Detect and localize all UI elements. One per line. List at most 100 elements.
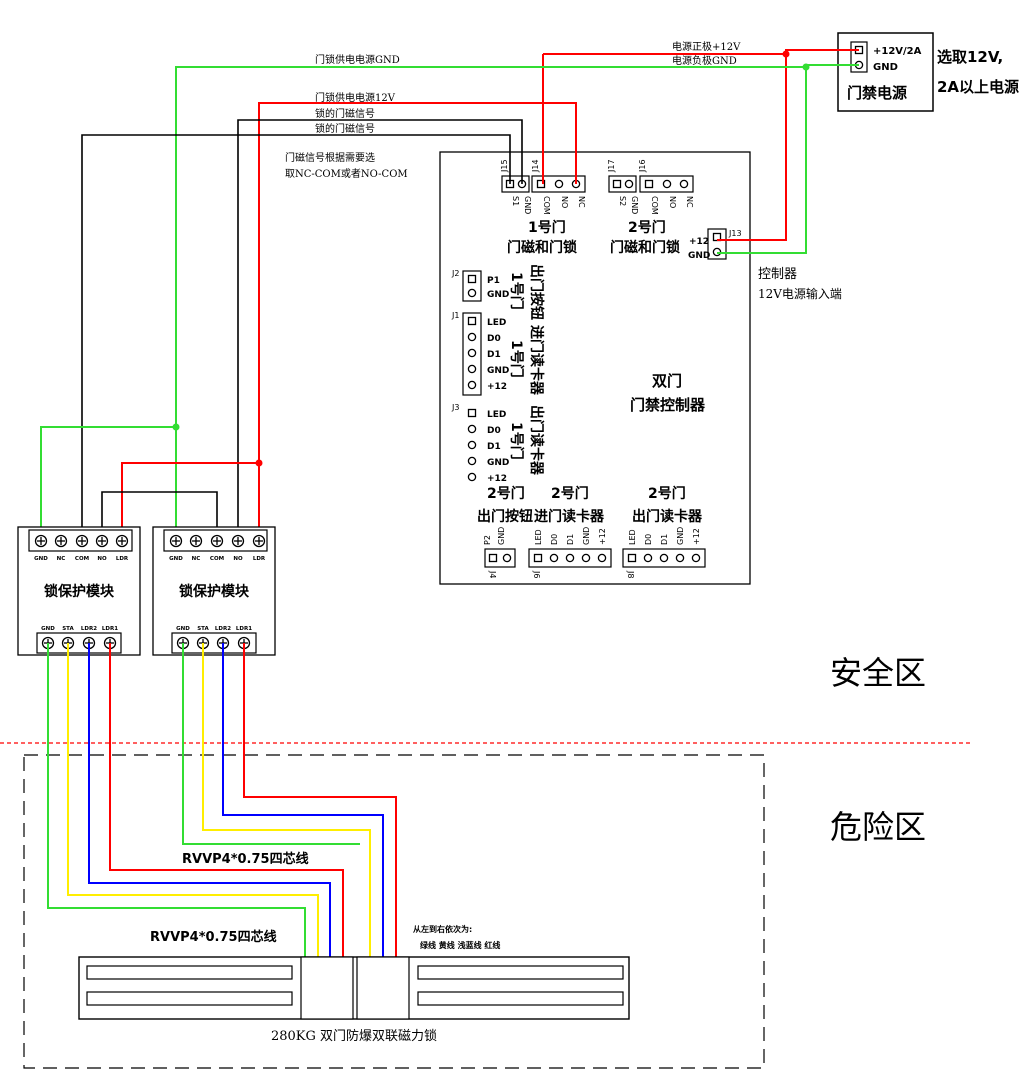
psu-note-2: 2A以上电源	[937, 78, 1019, 96]
controller-title-2: 门禁控制器	[630, 396, 706, 414]
cable-2-yellow	[202, 643, 371, 958]
svg-text:NO: NO	[668, 196, 677, 208]
j15-label: J15	[500, 159, 509, 173]
cable-1-yellow	[67, 643, 319, 958]
svg-text:LED: LED	[487, 318, 506, 328]
svg-text:STA: STA	[197, 626, 209, 632]
svg-text:NO: NO	[97, 556, 107, 562]
wire-mag-signal-2	[81, 134, 511, 528]
label-lock-gnd: 门锁供电电源GND	[315, 53, 400, 66]
svg-text:GND: GND	[176, 626, 190, 632]
svg-text:LDR1: LDR1	[102, 626, 118, 632]
j14-label: J14	[531, 159, 540, 173]
module-1-title: 锁保护模块	[44, 583, 115, 600]
svg-text:NC: NC	[57, 556, 66, 562]
svg-text:GND: GND	[169, 556, 183, 562]
power-input-label-2: 12V电源输入端	[758, 286, 842, 301]
j13-label: J13	[728, 229, 742, 238]
wire-lock-gnd	[175, 66, 806, 528]
svg-text:GND: GND	[487, 366, 509, 376]
door-controller: J15 S1 GND J14 COM NO NC J17 S2 GND J16 …	[439, 151, 751, 585]
svg-text:D1: D1	[566, 534, 575, 545]
cable-2-blue	[222, 643, 384, 958]
svg-text:LDR: LDR	[116, 556, 129, 562]
svg-text:P2: P2	[483, 535, 492, 545]
label-mag-note-1: 门磁信号根据需要选	[285, 151, 375, 164]
svg-text:COM: COM	[210, 556, 224, 562]
svg-text:LDR2: LDR2	[81, 626, 97, 632]
door2-lock-title: 2号门	[628, 219, 666, 236]
svg-text:2号门: 2号门	[648, 485, 686, 502]
svg-text:COM: COM	[75, 556, 89, 562]
cable-2-red	[243, 643, 397, 958]
wire-power-gnd	[717, 64, 859, 254]
cable-2-green	[182, 643, 360, 845]
controller-title-1: 双门	[652, 372, 682, 390]
j1-label: J1	[451, 311, 459, 320]
label-pos12: 电源正极+12V	[672, 40, 741, 53]
svg-text:2号门: 2号门	[551, 485, 589, 502]
svg-text:D1: D1	[487, 442, 501, 452]
danger-zone-label: 危险区	[830, 808, 926, 846]
svg-text:D0: D0	[487, 334, 501, 344]
svg-text:NO: NO	[233, 556, 243, 562]
label-mag-note-2: 取NC-COM或者NO-COM	[285, 168, 408, 180]
svg-text:+12: +12	[487, 474, 507, 484]
svg-text:+12: +12	[598, 528, 607, 545]
module-2-title: 锁保护模块	[179, 583, 250, 600]
svg-text:GND: GND	[34, 556, 48, 562]
svg-text:LED: LED	[534, 529, 543, 545]
label-mag-1: 锁的门磁信号	[315, 107, 375, 120]
j6-label: J6	[532, 570, 541, 578]
label-mag-2: 锁的门磁信号	[315, 122, 375, 135]
svg-text:D0: D0	[550, 534, 559, 545]
svg-text:GND: GND	[582, 527, 591, 545]
danger-zone-box	[23, 754, 765, 1069]
svg-text:GND: GND	[41, 626, 55, 632]
svg-text:NC: NC	[577, 196, 586, 208]
svg-text:P1: P1	[487, 276, 500, 286]
svg-text:D0: D0	[487, 426, 501, 436]
svg-text:D1: D1	[660, 534, 669, 545]
power-supply: +12V/2A GND 门禁电源	[837, 32, 934, 112]
svg-text:COM: COM	[542, 196, 551, 215]
psu-gnd-label: GND	[873, 62, 898, 73]
lock-protection-module-1: GND NC COM NO LDR 锁保护模块 GND STA LDR2 LDR…	[17, 526, 141, 656]
svg-text:STA: STA	[62, 626, 74, 632]
safe-zone-label: 安全区	[830, 654, 926, 692]
svg-text:COM: COM	[650, 196, 659, 215]
svg-text:GND: GND	[676, 527, 685, 545]
svg-text:LED: LED	[628, 529, 637, 545]
svg-text:+12: +12	[689, 237, 709, 247]
door1-lock-sub: 门磁和门锁	[507, 239, 577, 256]
svg-text:进门读卡器: 进门读卡器	[534, 508, 605, 525]
double-maglock	[78, 956, 630, 1020]
cable-1-blue	[88, 643, 331, 958]
psu-note-1: 选取12V,	[937, 48, 1003, 66]
svg-text:LDR2: LDR2	[215, 626, 231, 632]
door1-lock-title: 1号门	[528, 219, 566, 236]
svg-text:S1: S1	[511, 196, 520, 206]
j8-label: J8	[626, 570, 635, 578]
svg-text:GND: GND	[688, 251, 710, 261]
svg-text:NC: NC	[192, 556, 201, 562]
power-input-label-1: 控制器	[758, 267, 797, 282]
j4-label: J4	[488, 570, 497, 578]
label-neg: 电源负极GND	[672, 54, 737, 67]
svg-text:NO: NO	[560, 196, 569, 208]
svg-text:出门按钮: 出门按钮	[477, 508, 533, 525]
svg-text:LDR: LDR	[253, 556, 266, 562]
label-lock-12v: 门锁供电电源12V	[315, 91, 396, 104]
wire-power-12v	[717, 49, 859, 241]
svg-text:1号门: 1号门	[508, 340, 525, 378]
j17-label: J17	[607, 159, 616, 173]
wire-mag-signal-1	[237, 119, 523, 528]
svg-text:进门读卡器: 进门读卡器	[528, 325, 545, 396]
svg-text:1号门: 1号门	[508, 422, 525, 460]
svg-text:LED: LED	[487, 410, 506, 420]
svg-text:D1: D1	[487, 350, 501, 360]
svg-text:出门读卡器: 出门读卡器	[528, 405, 545, 476]
cable-1-red	[109, 643, 344, 958]
maglock-label: 280KG 双门防爆双联磁力锁	[271, 1028, 437, 1044]
